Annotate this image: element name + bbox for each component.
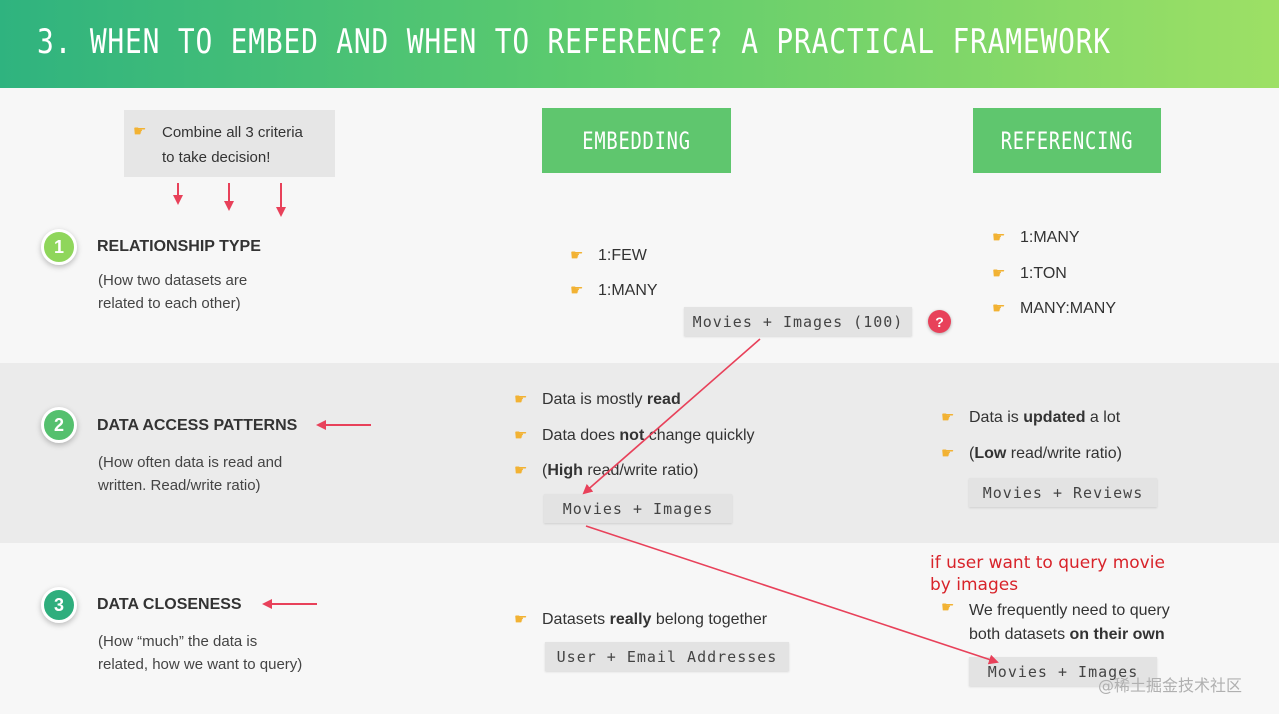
pointing-hand-icon: ☛ [514,426,528,444]
embed-access-item-2: Data does not change quickly [542,427,755,444]
criteria-note-line2: to take decision! [162,149,271,166]
relationship-type-desc-line2: related to each other) [98,295,241,312]
ref-closeness-line2: both datasets on their own [969,626,1165,643]
data-closeness-desc: (How “much” the data is related, how we … [98,630,338,676]
embedding-header-label: EMBEDDING [582,126,691,155]
referencing-header-label: REFERENCING [1000,126,1134,155]
pointing-hand-icon: ☛ [514,461,528,479]
embed-closeness-example: User + Email Addresses [545,642,789,671]
pointing-hand-icon: ☛ [992,228,1006,246]
data-access-patterns-desc-line1: (How often data is read and [98,454,283,471]
query-by-images-arrow [585,525,999,665]
pointing-hand-icon: ☛ [570,246,584,264]
embed-relationship-item: 1:FEW [598,247,647,264]
ref-access-item-1: Data is updated a lot [969,409,1121,426]
data-access-patterns-desc: (How often data is read and written. Rea… [98,451,338,497]
criteria-note-line1: Combine all 3 criteria [162,124,303,141]
relationship-type-desc-line1: (How two datasets are [98,272,248,289]
pointing-hand-icon: ☛ [514,390,528,408]
ref-closeness-item: We frequently need to query both dataset… [969,599,1170,647]
annotation-line1: if user want to query movie [930,553,1165,573]
embed-access-item-1: Data is mostly read [542,391,681,408]
data-access-patterns-title: DATA ACCESS PATTERNS [97,417,298,434]
pointing-hand-icon: ☛ [941,444,955,462]
data-access-patterns-desc-line2: written. Read/write ratio) [98,477,261,494]
ref-access-example: Movies + Reviews [969,478,1157,507]
ref-closeness-example: Movies + Images [969,657,1157,686]
pointing-hand-icon: ☛ [941,408,955,426]
annotation-line2: by images [930,575,1019,595]
criterion-number-1: 1 [41,229,77,265]
relationship-type-title: RELATIONSHIP TYPE [97,238,261,255]
pointing-hand-icon: ☛ [570,281,584,299]
pointing-hand-icon: ☛ [514,610,528,628]
page-title: 3. WHEN TO EMBED AND WHEN TO REFERENCE? … [37,22,1111,62]
ref-access-item-2: (Low read/write ratio) [969,445,1122,462]
embed-closeness-item: Datasets really belong together [542,611,768,628]
header-banner: 3. WHEN TO EMBED AND WHEN TO REFERENCE? … [0,0,1279,88]
data-closeness-desc-line2: related, how we want to query) [98,656,303,673]
pointing-hand-icon: ☛ [941,598,955,616]
embedding-header: EMBEDDING [542,108,731,173]
pointing-hand-icon: ☛ [992,264,1006,282]
relationship-type-desc: (How two datasets are related to each ot… [98,269,338,315]
embed-relationship-item: 1:MANY [598,282,658,299]
ref-closeness-line1: We frequently need to query [969,602,1170,619]
ref-relationship-item: 1:MANY [1020,229,1080,246]
criteria-note: Combine all 3 criteria to take decision! [162,120,332,170]
watermark: @稀土掘金技术社区 [1098,676,1243,695]
data-closeness-desc-line1: (How “much” the data is [98,633,258,650]
ref-relationship-item: MANY:MANY [1020,300,1117,317]
pointing-hand-icon: ☛ [992,299,1006,317]
pointing-hand-icon: ☛ [133,122,147,140]
embed-relationship-example: Movies + Images (100) [684,307,912,336]
criterion-number-2: 2 [41,407,77,443]
data-closeness-title: DATA CLOSENESS [97,596,242,613]
referencing-header: REFERENCING [973,108,1161,173]
question-mark-icon: ? [928,310,951,333]
criterion-number-3: 3 [41,587,77,623]
example-move-arrow [582,338,761,495]
criteria-note-box [124,110,335,177]
embed-access-example: Movies + Images [544,494,732,523]
handwritten-annotation: if user want to query movie by images [930,552,1170,596]
ref-relationship-item: 1:TON [1020,265,1067,282]
